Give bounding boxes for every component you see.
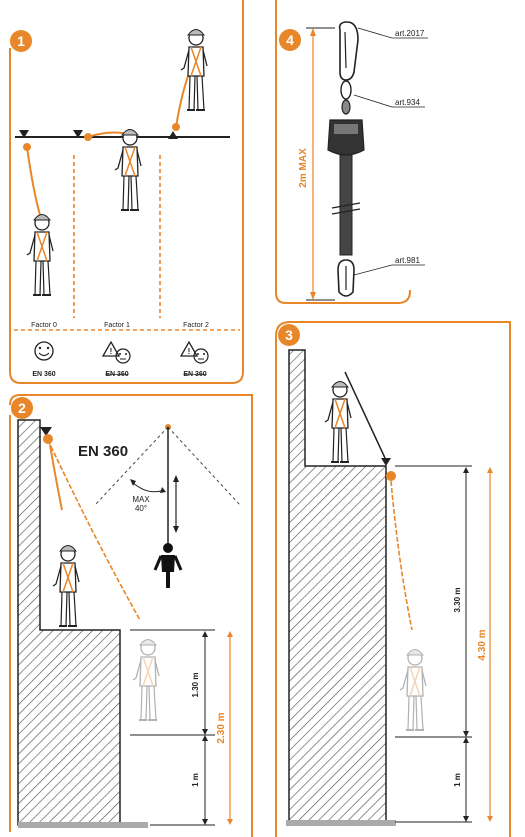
- standard-label: EN 360: [32, 371, 55, 378]
- carabiner-icon: [338, 21, 359, 81]
- lanyard: [49, 444, 63, 511]
- panel-3-badge: 3: [285, 327, 293, 343]
- panel-4-badge-icon: [279, 29, 301, 51]
- standard-label: EN 360: [105, 371, 128, 378]
- arrow-icon: [463, 467, 469, 822]
- angle-limit: [167, 426, 241, 506]
- dim-label-total: 4.30 m: [477, 629, 488, 660]
- anchor-point-icon: [168, 131, 178, 139]
- fallen-worker-figure: [132, 638, 160, 721]
- dim-label-b: 1 m: [453, 773, 462, 787]
- dim-label-a: 3.30 m: [453, 588, 462, 613]
- lanyard: [26, 146, 41, 216]
- neutral-face-icon: [115, 348, 131, 364]
- max-angle: 40°: [135, 504, 147, 513]
- panel-1-badge-icon: [10, 30, 32, 52]
- carabiner-icon: [337, 259, 355, 297]
- svg-text:!: !: [188, 347, 191, 356]
- factor-1-label: Factor 1: [104, 322, 130, 329]
- anchor-point-icon: [19, 130, 29, 138]
- panel-1-badge: 1: [17, 33, 25, 49]
- panel-4: 4 2m MAX art.2017 art.934: [275, 0, 428, 304]
- fallen-worker-figure: [399, 648, 427, 731]
- standard-title: EN 360: [78, 443, 128, 460]
- lanyard-extended: [390, 480, 413, 631]
- part-label-mid: art.934: [395, 98, 420, 107]
- floor: [286, 820, 396, 826]
- panel-3-badge-icon: [278, 324, 300, 346]
- part-label-top: art.2017: [395, 29, 425, 38]
- warning-icon: !: [179, 340, 199, 357]
- max-label: MAX: [132, 495, 150, 504]
- dim-label-a: 1.30 m: [191, 673, 200, 698]
- panel-2-frame: [9, 394, 253, 837]
- part-label-bottom: art.981: [395, 256, 420, 265]
- absorber-icon: [386, 471, 396, 481]
- happy-face-icon: [34, 341, 54, 361]
- lanyard-extended: [47, 439, 141, 621]
- max-length-label: 2m MAX: [298, 148, 309, 188]
- panel-3-frame: [275, 321, 511, 837]
- svg-text:!: !: [110, 347, 113, 356]
- retractable-device-icon: [327, 119, 365, 256]
- neutral-face-icon: [193, 348, 209, 364]
- panel-4-badge: 4: [286, 32, 294, 48]
- panel-2-badge-icon: [11, 397, 33, 419]
- panel-2-badge: 2: [18, 400, 26, 416]
- person-silhouette-icon: [153, 543, 183, 588]
- panel-1: 1 Factor 0 Factor 1 Factor 2 EN 360 !: [9, 0, 244, 384]
- warning-icon: !: [101, 340, 121, 357]
- arrow-icon: [130, 479, 136, 486]
- floor: [18, 822, 148, 828]
- anchor-point-icon: [381, 458, 391, 466]
- callout-line: [353, 264, 393, 276]
- callout-line: [357, 27, 393, 39]
- wall-structure: [17, 419, 121, 826]
- arrow-icon: [173, 526, 179, 533]
- arrow-icon: [173, 475, 179, 482]
- anchor-point-icon: [40, 427, 52, 436]
- swivel-icon: [340, 80, 352, 115]
- arrow-icon: [160, 487, 166, 493]
- factor-0-label: Factor 0: [31, 322, 57, 329]
- angle-limit: [94, 426, 169, 506]
- dim-label-total: 2.30 m: [216, 712, 227, 743]
- angle-arc: [131, 481, 165, 493]
- panel-3: 3 3.30 m 1 m 4.30 m: [275, 321, 511, 837]
- dim-label-b: 1 m: [191, 773, 200, 787]
- panel-1-frame: [9, 0, 244, 384]
- factor-2-label: Factor 2: [183, 322, 209, 329]
- standard-label: EN 360: [183, 371, 206, 378]
- callout-line: [353, 94, 393, 108]
- panel-2: 2 EN 360 MAX 40°: [9, 394, 253, 837]
- absorber-icon: [43, 434, 53, 444]
- anchor-point-icon: [73, 130, 83, 138]
- lanyard: [344, 371, 386, 459]
- panel-4-frame: [275, 0, 411, 304]
